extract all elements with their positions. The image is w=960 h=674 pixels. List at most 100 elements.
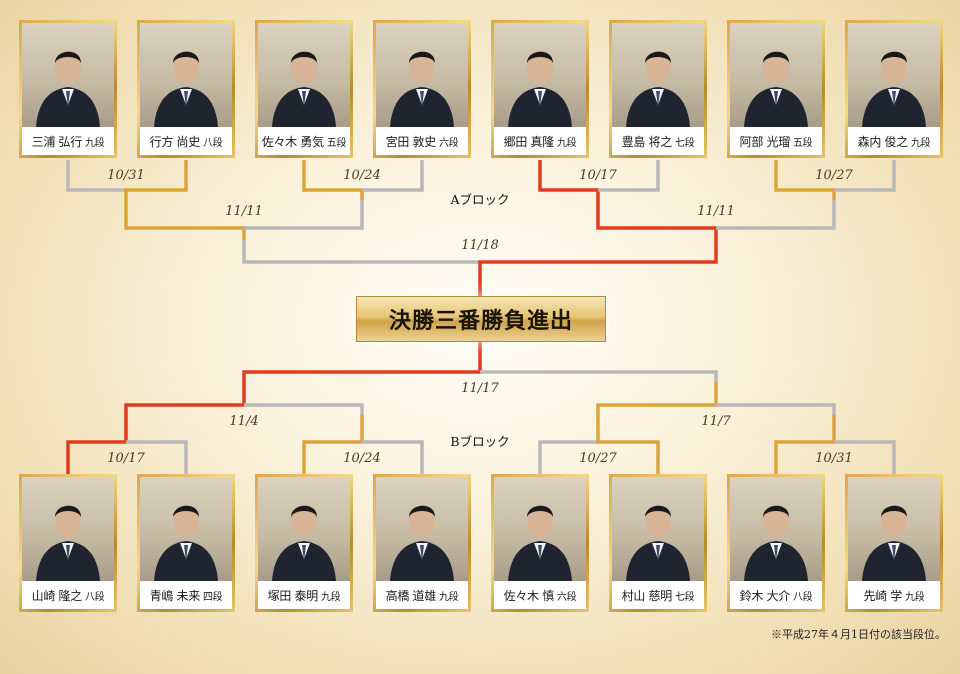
player-photo [494, 477, 586, 581]
player-rank: 九段 [438, 591, 459, 603]
player-rank: 六段 [438, 137, 459, 149]
player-rank: 八段 [792, 591, 813, 603]
b-r1-m1-loser [126, 440, 188, 474]
player-card-b-1[interactable]: 山崎 隆之八段 [19, 474, 117, 612]
player-namebar: 佐々木 慎六段 [494, 581, 586, 609]
player-silhouette [376, 477, 468, 581]
player-silhouette [22, 23, 114, 127]
player-photo [730, 477, 822, 581]
player-namebar: 郷田 真隆九段 [494, 127, 586, 155]
b-r2-m2-winner [596, 382, 718, 415]
final-label-text: 決勝三番勝負進出 [388, 308, 573, 334]
b-r2-m1-loser [244, 403, 364, 415]
player-name: 佐々木 勇気 [261, 134, 324, 149]
player-name: 森内 俊之 [857, 134, 909, 149]
a-r1-date-3: 10/17 [579, 168, 617, 183]
card-inner: 郷田 真隆九段 [494, 23, 586, 155]
b-r1-date-1: 10/17 [107, 451, 145, 466]
a-r2-m2-loser [716, 200, 836, 230]
b-r2-date-1: 11/4 [229, 414, 259, 429]
a-r3-date: 11/18 [461, 238, 499, 253]
a-r1-m2-loser [362, 160, 424, 192]
player-rank: 四段 [202, 591, 223, 603]
a-r2-date-2: 11/11 [697, 204, 735, 219]
a-block-label: Aブロック [450, 192, 510, 207]
player-rank: 八段 [202, 137, 223, 149]
player-card-a-4[interactable]: 宮田 敦史六段 [373, 20, 471, 158]
player-silhouette [848, 23, 940, 127]
player-rank: 九段 [556, 137, 577, 149]
b-r2-m1-winner [124, 382, 246, 415]
b-r1-m3-winner [596, 415, 660, 474]
player-photo [258, 23, 350, 127]
player-card-b-3[interactable]: 塚田 泰明九段 [255, 474, 353, 612]
a-r1-m4-winner [774, 160, 836, 200]
b-r1-date-4: 10/31 [815, 451, 853, 466]
player-namebar: 鈴木 大介八段 [730, 581, 822, 609]
a-r1-date-2: 10/24 [343, 168, 381, 183]
card-inner: 鈴木 大介八段 [730, 477, 822, 609]
player-photo [376, 477, 468, 581]
b-r1-m1-winner [66, 415, 128, 474]
player-photo [848, 23, 940, 127]
a-r1-m1-loser [66, 160, 126, 192]
player-card-a-6[interactable]: 豊島 将之七段 [609, 20, 707, 158]
player-silhouette [258, 23, 350, 127]
b-r2-m2-loser [716, 403, 836, 415]
player-silhouette [494, 477, 586, 581]
player-photo [140, 477, 232, 581]
player-silhouette [730, 23, 822, 127]
card-inner: 高橋 道雄九段 [376, 477, 468, 609]
a-r2-m1-loser [244, 200, 364, 230]
player-silhouette [258, 477, 350, 581]
b-r1-date-2: 10/24 [343, 451, 381, 466]
player-name: 青嶋 未来 [149, 588, 201, 603]
player-namebar: 先崎 学九段 [848, 581, 940, 609]
rank-footnote: ※平成27年４月1日付の該当段位。 [771, 628, 946, 641]
player-namebar: 村山 慈明七段 [612, 581, 704, 609]
b-r1-m2-loser [362, 440, 424, 474]
card-inner: 佐々木 勇気五段 [258, 23, 350, 155]
player-photo [730, 23, 822, 127]
player-card-a-3[interactable]: 佐々木 勇気五段 [255, 20, 353, 158]
card-inner: 塚田 泰明九段 [258, 477, 350, 609]
player-card-b-6[interactable]: 村山 慈明七段 [609, 474, 707, 612]
player-card-b-7[interactable]: 鈴木 大介八段 [727, 474, 825, 612]
player-rank: 七段 [674, 591, 695, 603]
player-photo [376, 23, 468, 127]
player-photo [22, 23, 114, 127]
player-namebar: 豊島 将之七段 [612, 127, 704, 155]
a-r1-m3-loser [598, 160, 660, 192]
card-inner: 青嶋 未来四段 [140, 477, 232, 609]
player-card-a-5[interactable]: 郷田 真隆九段 [491, 20, 589, 158]
player-rank: 七段 [674, 137, 695, 149]
player-name: 塚田 泰明 [267, 588, 319, 603]
card-inner: 行方 尚史八段 [140, 23, 232, 155]
player-card-b-8[interactable]: 先崎 学九段 [845, 474, 943, 612]
player-namebar: 三浦 弘行九段 [22, 127, 114, 155]
player-name: 佐々木 慎 [503, 588, 555, 603]
player-card-b-4[interactable]: 高橋 道雄九段 [373, 474, 471, 612]
player-card-a-8[interactable]: 森内 俊之九段 [845, 20, 943, 158]
player-photo [258, 477, 350, 581]
player-namebar: 高橋 道雄九段 [376, 581, 468, 609]
player-rank: 六段 [556, 591, 577, 603]
player-namebar: 宮田 敦史六段 [376, 127, 468, 155]
final-advance-label: 決勝三番勝負進出 [357, 297, 605, 341]
player-namebar: 山崎 隆之八段 [22, 581, 114, 609]
player-card-b-5[interactable]: 佐々木 慎六段 [491, 474, 589, 612]
b-block-label: Bブロック [450, 434, 510, 449]
b-r2-date-2: 11/7 [701, 414, 731, 429]
player-card-b-2[interactable]: 青嶋 未来四段 [137, 474, 235, 612]
player-photo [612, 23, 704, 127]
player-photo [140, 23, 232, 127]
player-card-a-2[interactable]: 行方 尚史八段 [137, 20, 235, 158]
b-r1-date-3: 10/27 [579, 451, 617, 466]
player-card-a-7[interactable]: 阿部 光瑠五段 [727, 20, 825, 158]
b-r3-winner [242, 341, 482, 382]
player-rank: 八段 [84, 591, 105, 603]
player-card-a-1[interactable]: 三浦 弘行九段 [19, 20, 117, 158]
player-silhouette [140, 23, 232, 127]
b-r1-m4-loser [834, 440, 896, 474]
player-rank: 五段 [792, 137, 813, 149]
